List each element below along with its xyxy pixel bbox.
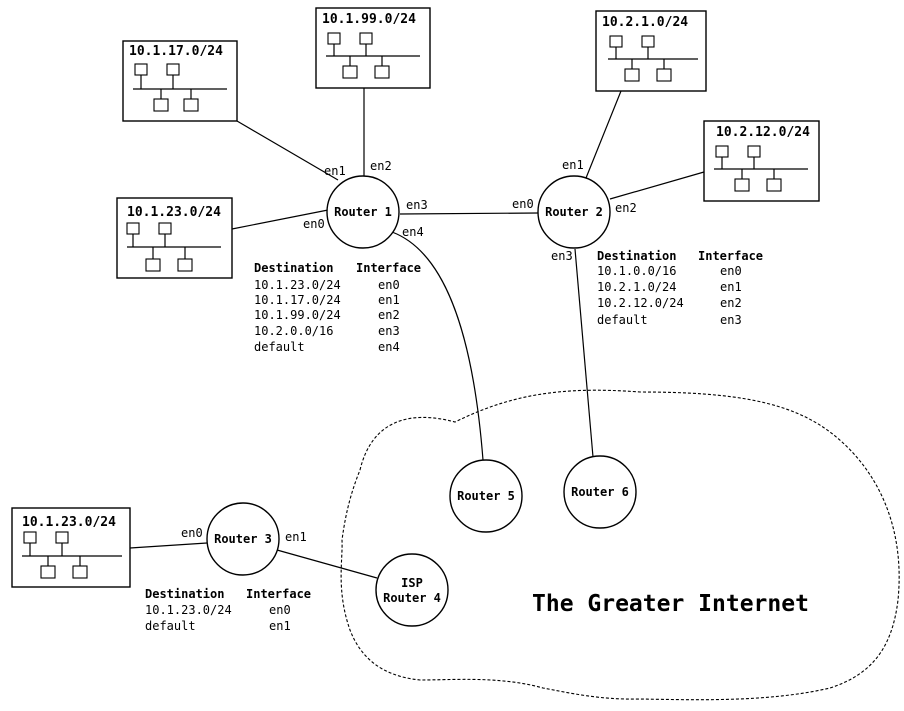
link-r1-net-1-23 <box>231 209 329 230</box>
link-r3-net-1-23 <box>129 542 208 549</box>
lan-icon <box>608 35 698 82</box>
router-6: Router 6 <box>563 455 637 529</box>
r1-en2-label: en2 <box>370 159 392 173</box>
network-title: 10.2.12.0/24 <box>716 125 810 140</box>
table-row-interface: en1 <box>378 293 400 307</box>
table-row-destination: 10.2.0.0/16 <box>254 324 333 338</box>
router-3: Router 3 <box>206 502 280 576</box>
router-5: Router 5 <box>449 459 523 533</box>
table-row-interface: en3 <box>720 313 742 327</box>
table-row-interface: en0 <box>720 264 742 278</box>
table-row-destination: 10.1.17.0/24 <box>254 293 341 307</box>
network-box-10-1-17: 10.1.17.0/24 <box>122 40 238 122</box>
router-2-label: Router 2 <box>545 205 603 219</box>
internet-cloud <box>340 389 900 701</box>
table-header-interface: Interface <box>698 249 763 263</box>
r3-en0-label: en0 <box>181 526 203 540</box>
table-row-destination: 10.1.0.0/16 <box>597 264 676 278</box>
table-row-interface: en4 <box>378 340 400 354</box>
table-row-destination: 10.1.99.0/24 <box>254 308 341 322</box>
router-5-label: Router 5 <box>457 489 515 503</box>
table-row-interface: en2 <box>720 296 742 310</box>
link-r2-r6 <box>574 248 594 458</box>
lan-icon <box>126 222 221 272</box>
network-box-10-1-23: 10.1.23.0/24 <box>116 197 233 279</box>
table-row-destination: default <box>597 313 648 327</box>
router-2: Router 2 <box>537 175 611 249</box>
router-3-table: Destination Interface 10.1.23.0/24 en0 d… <box>145 587 311 633</box>
network-box-10-1-23-b: 10.1.23.0/24 <box>11 507 131 588</box>
r2-en2-label: en2 <box>615 201 637 215</box>
router-2-table: Destination Interface 10.1.0.0/16 en0 10… <box>597 249 763 327</box>
link-r2-net-2-12 <box>609 171 705 200</box>
r2-en1-label: en1 <box>562 158 584 172</box>
router-4: ISP Router 4 <box>375 553 449 627</box>
lan-icon <box>326 32 420 79</box>
table-row-destination: 10.1.23.0/24 <box>145 603 232 617</box>
table-row-destination: 10.2.12.0/24 <box>597 296 684 310</box>
table-row-interface: en3 <box>378 324 400 338</box>
network-box-10-1-99: 10.1.99.0/24 <box>315 7 431 89</box>
table-row-destination: 10.1.23.0/24 <box>254 278 341 292</box>
table-header-interface: Interface <box>246 587 311 601</box>
network-box-10-2-12: 10.2.12.0/24 <box>703 120 820 202</box>
link-r2-net-2-1 <box>585 90 622 179</box>
lan-icon <box>133 63 227 112</box>
table-header-interface: Interface <box>356 261 421 275</box>
cloud-label: The Greater Internet <box>532 591 809 617</box>
r1-en3-label: en3 <box>406 198 428 212</box>
router-3-label: Router 3 <box>214 532 272 546</box>
table-row-destination: default <box>254 340 305 354</box>
router-4-label-line1: ISP <box>401 576 423 590</box>
table-row-interface: en2 <box>378 308 400 322</box>
network-title: 10.1.17.0/24 <box>129 44 223 59</box>
r1-en4-label: en4 <box>402 225 424 239</box>
link-r1-net-1-17 <box>236 120 339 181</box>
network-title: 10.1.99.0/24 <box>322 12 416 27</box>
r2-en0-label: en0 <box>512 197 534 211</box>
table-row-interface: en1 <box>269 619 291 633</box>
table-row-interface: en1 <box>720 280 742 294</box>
router-4-label-line2: Router 4 <box>383 591 441 605</box>
table-row-destination: default <box>145 619 196 633</box>
r3-en1-label: en1 <box>285 530 307 544</box>
link-r3-r4 <box>276 549 378 579</box>
r2-en3-label: en3 <box>551 249 573 263</box>
table-row-destination: 10.2.1.0/24 <box>597 280 676 294</box>
router-1: Router 1 <box>326 175 400 249</box>
network-title: 10.1.23.0/24 <box>127 205 221 220</box>
table-header-destination: Destination <box>145 587 224 601</box>
table-header-destination: Destination <box>597 249 676 263</box>
table-row-interface: en0 <box>269 603 291 617</box>
r1-en0-label: en0 <box>303 217 325 231</box>
table-header-destination: Destination <box>254 261 333 275</box>
router-1-label: Router 1 <box>334 205 392 219</box>
network-title: 10.1.23.0/24 <box>22 515 116 530</box>
interface-labels: en0 en1 en2 en3 en4 en0 en1 en2 en3 en0 … <box>181 158 637 544</box>
link-r1-r2 <box>399 212 539 215</box>
link-r1-r5 <box>391 231 484 461</box>
network-title: 10.2.1.0/24 <box>602 15 688 30</box>
router-1-table: Destination Interface 10.1.23.0/24 en0 1… <box>254 261 421 354</box>
network-box-10-2-1: 10.2.1.0/24 <box>595 10 707 92</box>
links <box>129 88 705 579</box>
router-6-label: Router 6 <box>571 485 629 499</box>
lan-icon <box>22 531 122 579</box>
table-row-interface: en0 <box>378 278 400 292</box>
r1-en1-label: en1 <box>324 164 346 178</box>
lan-icon <box>714 145 808 192</box>
